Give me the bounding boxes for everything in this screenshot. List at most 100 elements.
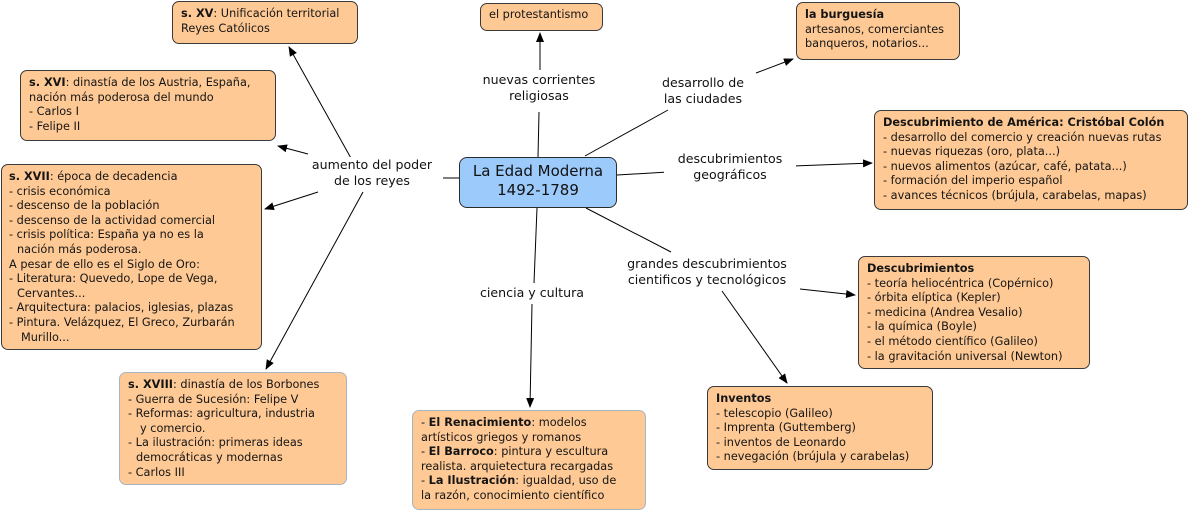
node-text: - Pintura. Velázquez, El Greco, Zurbarán: [9, 315, 235, 329]
node-s17[interactable]: s. XVII: época de decadencia - crisis ec…: [1, 164, 262, 350]
node-text: - Felipe II: [29, 119, 81, 133]
node-text: Murillo...: [21, 330, 70, 344]
node-text: banqueros, notarios...: [805, 37, 929, 51]
node-s16[interactable]: s. XVI: dinastía de los Austria, España,…: [20, 70, 276, 141]
item-rest: : pintura y escultura: [493, 445, 609, 459]
item-rest: : modelos: [531, 416, 587, 429]
node-text: - formación del imperio español: [883, 174, 1063, 188]
node-text: - la química (Boyle): [867, 320, 977, 334]
arrow-cientificos-inventos: [721, 290, 788, 384]
line-root-ciudades: [584, 109, 669, 157]
node-text: - Carlos III: [128, 465, 185, 479]
node-text: Reyes Católicos: [181, 21, 270, 35]
node-title: la burguesía: [805, 8, 885, 21]
item-prefix: -: [421, 416, 429, 429]
node-text: - Guerra de Sucesión: Felipe V: [128, 392, 299, 406]
node-text: Cervantes...: [17, 286, 86, 300]
node-text: nación más poderosa del mundo: [29, 90, 214, 104]
node-descubrimientos[interactable]: Descubrimientos - teoría heliocéntrica (…: [858, 256, 1090, 369]
node-text: - telescopio (Galileo): [716, 406, 833, 420]
node-text: - órbita elíptica (Kepler): [867, 291, 1001, 305]
root-title: La Edad Moderna: [472, 162, 604, 180]
node-protestantismo[interactable]: el protestantismo: [480, 3, 603, 31]
node-bold: s. XVII: [9, 170, 50, 183]
line-root-religion: [537, 111, 540, 158]
label-line: nuevas corrientes: [482, 72, 596, 87]
node-descubrimiento-america[interactable]: Descubrimiento de América: Cristóbal Col…: [874, 110, 1188, 210]
label-line: religiosas: [509, 88, 569, 103]
item-cont: realista. arquietectura recargadas: [421, 459, 614, 473]
node-s15[interactable]: s. XV: Unificación territorial Reyes Cat…: [172, 1, 358, 44]
node-burguesia[interactable]: la burguesía artesanos, comerciantes ban…: [796, 2, 960, 60]
label-line: descubrimientos: [677, 151, 783, 166]
arrow-reyes-s18: [265, 191, 364, 370]
root-node-edad-moderna[interactable]: La Edad Moderna 1492-1789: [459, 157, 617, 208]
node-bold: s. XVI: [29, 76, 66, 89]
node-text: - la gravitación universal (Newton): [867, 349, 1063, 363]
node-s18[interactable]: s. XVIII: dinastía de los Borbones - Gue…: [119, 372, 347, 485]
item-bold: La Ilustración: [428, 474, 516, 488]
label-desarrollo-ciudades: desarrollo de las ciudades: [650, 75, 756, 107]
node-text: y comercio.: [140, 421, 206, 435]
node-bold: s. XV: [181, 7, 214, 20]
node-inventos[interactable]: Inventos - telescopio (Galileo) - Impren…: [707, 386, 933, 470]
arrow-cultura-node: [526, 303, 535, 408]
item-cont: la razón, conocimiento científico: [421, 488, 605, 502]
node-text: - Literatura: Quevedo, Lope de Vega,: [9, 272, 218, 286]
node-text: - medicina (Andrea Vesalio): [867, 305, 1023, 319]
node-first-line: s. XVIII: dinastía de los Borbones: [128, 378, 338, 393]
cultura-item: - La Ilustración: igualdad, uso de: [421, 474, 637, 489]
line-root-cultura: [533, 207, 538, 284]
node-text: artesanos, comerciantes: [805, 22, 945, 36]
node-text: - nevegación (brújula y carabelas): [716, 450, 910, 464]
node-first-line: s. XV: Unificación territorial: [181, 7, 349, 22]
node-rest: : Unificación territorial: [213, 7, 340, 20]
label-line: ciencia y cultura: [480, 285, 584, 300]
node-text: - crisis económica: [9, 184, 111, 198]
label-line: de los reyes: [334, 173, 410, 188]
node-bold: s. XVIII: [128, 378, 174, 391]
node-text: democráticas y modernas: [136, 450, 283, 464]
line-root-cientificos: [585, 207, 672, 253]
node-rest: : dinastía de los Borbones: [173, 378, 320, 391]
node-first-line: s. XVI: dinastía de los Austria, España,: [29, 76, 267, 91]
node-text: - crisis política: España ya no es la: [9, 228, 204, 242]
label-line: geográficos: [693, 167, 767, 182]
node-text: - La ilustración: primeras ideas: [128, 436, 303, 450]
node-text: - descenso de la población: [9, 199, 160, 213]
node-ciencia-cultura[interactable]: - El Renacimiento: modelos artísticos gr…: [412, 410, 646, 510]
label-nuevas-corrientes-religiosas: nuevas corrientes religiosas: [470, 72, 608, 104]
root-dates: 1492-1789: [497, 181, 579, 199]
node-text: - el método científico (Galileo): [867, 334, 1038, 348]
node-text: - Imprenta (Guttemberg): [716, 421, 856, 435]
label-line: las ciudades: [663, 91, 743, 106]
item-prefix: -: [421, 445, 429, 459]
arrow-reyes-s17: [264, 191, 319, 211]
item-rest: : igualdad, uso de: [515, 474, 617, 488]
item-cont: artísticos griegos y romanos: [421, 430, 582, 444]
label-aumento-poder-reyes: aumento del poder de los reyes: [302, 157, 442, 189]
label-line: desarrollo de: [661, 75, 745, 90]
node-text: - avances técnicos (brújula, carabelas, …: [883, 188, 1147, 202]
line-root-geograficos: [616, 171, 669, 176]
node-rest: : época de decadencia: [49, 170, 178, 183]
item-prefix: -: [421, 474, 429, 488]
label-grandes-descubrimientos: grandes descubrimientos cientificos y te…: [614, 256, 800, 288]
node-rest: : dinastía de los Austria, España,: [65, 76, 251, 89]
node-text: - Arquitectura: palacios, iglesias, plaz…: [9, 301, 234, 315]
node-title: Inventos: [716, 392, 772, 405]
label-descubrimientos-geograficos: descubrimientos geográficos: [664, 151, 796, 183]
node-text: nación más poderosa.: [17, 242, 142, 256]
arrow-reyes-s16: [277, 144, 309, 155]
label-line: cientificos y tecnológicos: [627, 272, 787, 287]
node-text: A pesar de ello es el Siglo de Oro:: [9, 257, 200, 271]
node-text: - inventos de Leonardo: [716, 435, 846, 449]
item-bold: El Barroco: [428, 445, 494, 459]
label-ciencia-cultura: ciencia y cultura: [470, 285, 594, 301]
node-text: el protestantismo: [489, 8, 589, 21]
arrow-ciudades-burguesia: [755, 58, 794, 74]
node-text: - nuevas riquezas (oro, plata...): [883, 145, 1060, 159]
node-text: - teoría heliocéntrica (Copérnico): [867, 276, 1054, 290]
node-text: - nuevos alimentos (azúcar, café, patata…: [883, 159, 1127, 173]
